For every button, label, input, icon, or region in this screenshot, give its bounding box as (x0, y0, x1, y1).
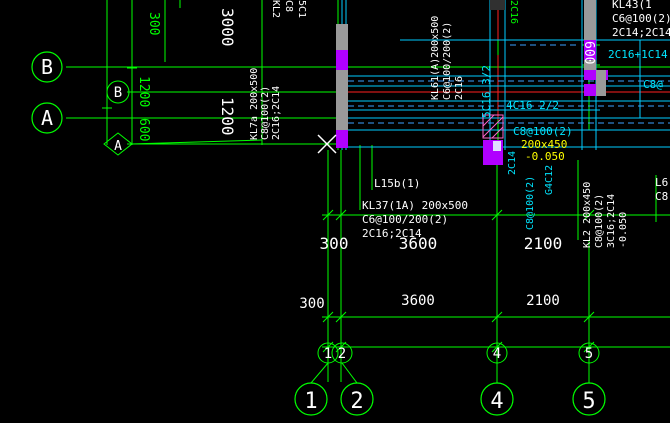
svg-text:C8@100(2): C8@100(2) (594, 194, 605, 248)
beam-label-l6: L6 C8 (655, 176, 668, 203)
column-purple-2 (336, 130, 348, 148)
svg-text:KL2: KL2 (270, 0, 281, 18)
sub-axis-bubble-5: 5 (578, 342, 600, 364)
svg-text:C8@100(2): C8@100(2) (260, 86, 271, 140)
axis-label-A: A (41, 106, 53, 130)
beam-outlines (341, 0, 670, 150)
dim-h-white-2100: 2100 (524, 234, 563, 253)
anno-2c16-top: 2C16 (508, 0, 519, 24)
dim-mid-green: 1200 (136, 76, 151, 107)
column-purple-1 (336, 50, 348, 70)
axis-label-2: 2 (350, 389, 363, 414)
anno-600: 600 (581, 41, 596, 64)
anno-5c16: 5C16 3/2 (480, 65, 493, 118)
svg-text:KL2 200x450: KL2 200x450 (582, 182, 593, 248)
svg-text:L6: L6 (655, 176, 668, 189)
grid-lines (66, 0, 670, 382)
column-purple-6 (596, 70, 606, 96)
sub-axis-label-B: B (114, 85, 122, 101)
anno-4c16: 4C16 2/2 (506, 99, 559, 112)
dim-h-white-3600: 3600 (399, 234, 438, 253)
axis-bubble-B: B (31, 51, 63, 83)
sub-axis-bubble-2: 2 (331, 342, 353, 364)
cad-cursor[interactable] (317, 134, 337, 154)
axis-label-1: 1 (304, 389, 317, 414)
beam-label-kl43: KL43(1 C6@100(2) 2C14;2C14 (612, 0, 670, 39)
svg-text:KL37(1A) 200x500: KL37(1A) 200x500 (362, 199, 468, 212)
dim-h-green-2100: 2100 (526, 293, 560, 309)
anno-g4c12: G4C12 (544, 165, 555, 195)
axis-bubble-1: 1 (294, 382, 328, 416)
column-purple-3 (584, 40, 596, 60)
sub-axis-bubble-B: B (106, 80, 130, 104)
dashed-rebar-lines (348, 44, 670, 124)
axis-bubble-2: 2 (340, 382, 374, 416)
columns (336, 0, 608, 165)
sub-axis-bubble-4: 4 (486, 342, 508, 364)
svg-text:2C16: 2C16 (454, 76, 465, 100)
anno-200x450: 200x450 (521, 138, 567, 151)
dim-h-white-300: 300 (320, 234, 349, 253)
svg-text:KL43(1: KL43(1 (612, 0, 652, 11)
svg-text:2C16;2C14: 2C16;2C14 (362, 227, 422, 240)
sub-axis-label-5: 5 (585, 346, 593, 362)
svg-text:C6@100(2): C6@100(2) (612, 12, 670, 25)
dim-h-green-3600: 3600 (401, 293, 435, 309)
sub-axis-label-2: 2 (338, 346, 346, 362)
svg-text:KL61(A)200x500: KL61(A)200x500 (430, 16, 441, 100)
anno-c8-100: C8@100(2) (513, 125, 573, 138)
svg-text:C6@100/200(2): C6@100/200(2) (362, 213, 448, 226)
beam-label-kl2-right: KL2 200x450 C8@100(2) 3C16;2C14 -0.050 (582, 182, 629, 248)
axis-bubble-5: 5 (572, 382, 606, 416)
svg-text:5C1: 5C1 (296, 0, 307, 18)
sub-axis-bubble-A: A (103, 132, 133, 156)
dim-top-white: 3000 (218, 8, 237, 47)
axis-label-B: B (41, 55, 53, 79)
svg-text:2C14;2C14: 2C14;2C14 (612, 26, 670, 39)
svg-text:-0.050: -0.050 (618, 212, 629, 248)
column-grey-top (490, 0, 505, 10)
axis-label-5: 5 (582, 389, 595, 414)
svg-text:3C16;2C14: 3C16;2C14 (606, 194, 617, 248)
svg-text:C6@100/200(2): C6@100/200(2) (442, 22, 453, 100)
anno-2c16-1c14: 2C16+1C14 (608, 48, 668, 61)
svg-text:KL7a 200x500: KL7a 200x500 (249, 68, 260, 140)
svg-text:C8: C8 (655, 190, 668, 203)
axis-bubble-A: A (31, 102, 63, 134)
svg-text:2C16;2C14: 2C16;2C14 (271, 86, 282, 140)
column-grey-2 (336, 70, 348, 130)
sub-axis-label-A: A (114, 139, 122, 154)
anno-c8-right: C8@ (643, 78, 663, 91)
beam-label-kl7a: KL7a 200x500 C8@100(2) 2C16;2C14 (249, 68, 282, 140)
dim-h-green-300: 300 (299, 296, 324, 312)
sub-axis-label-1: 1 (324, 346, 332, 362)
axis-connectors (310, 362, 590, 384)
beam-label-kl61: KL61(A)200x500 C6@100/200(2) 2C16 (430, 16, 465, 100)
column-grey-1 (336, 24, 348, 50)
beam-label-kl2-top: KL2 C8 5C1 (270, 0, 307, 18)
column-white-core (493, 141, 501, 151)
axis-label-4: 4 (490, 389, 503, 414)
axis-bubble-4: 4 (480, 382, 514, 416)
beam-label-kl37: KL37(1A) 200x500 C6@100/200(2) 2C16;2C14 (362, 199, 468, 240)
svg-text:C8: C8 (283, 0, 294, 12)
dim-low-green: 600 (136, 118, 151, 141)
anno-2c14: 2C14 (507, 151, 518, 175)
anno-elev: -0.050 (525, 150, 565, 163)
column-hatched (482, 114, 504, 139)
beam-label-l15b: L15b(1) (374, 177, 420, 190)
dim-top-green: 300 (146, 12, 161, 35)
anno-c8-100-vert: C8@100(2) (525, 176, 536, 230)
dim-mid-white: 1200 (218, 97, 237, 136)
sub-axis-label-4: 4 (493, 346, 501, 362)
